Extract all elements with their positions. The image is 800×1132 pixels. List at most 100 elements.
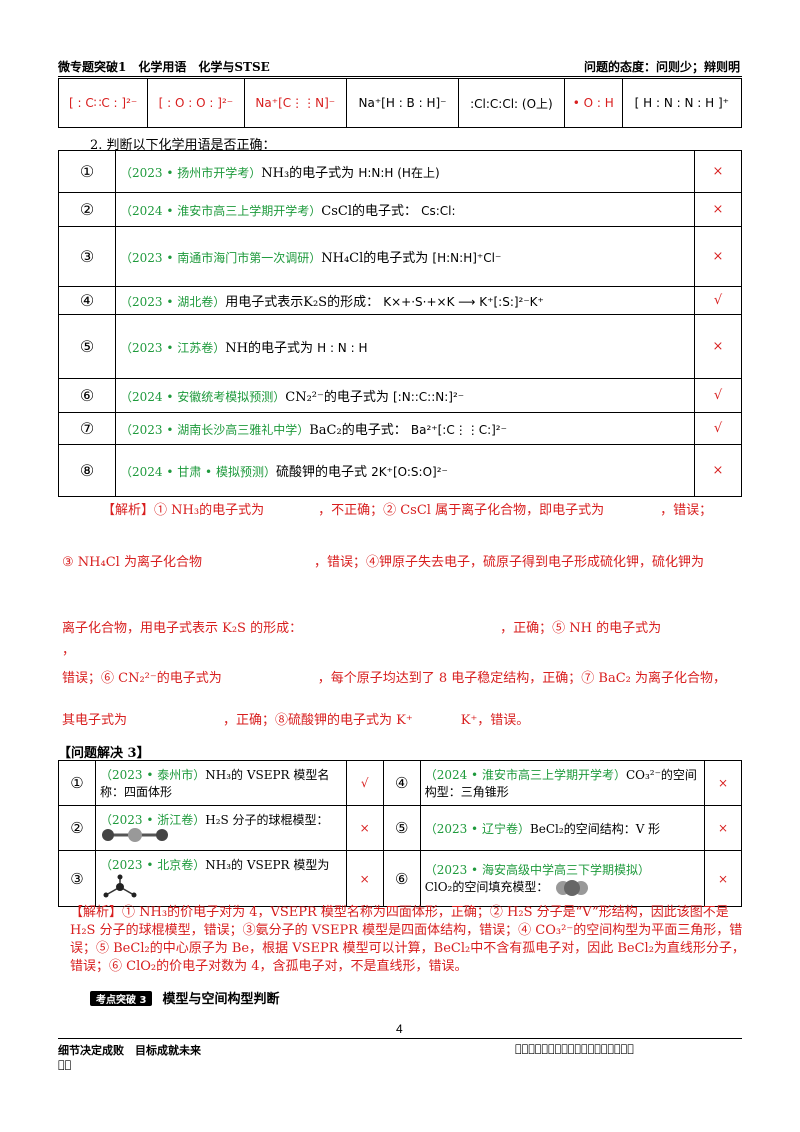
table-row: ③ （2023 • 北京卷）NH₃的 VSEPR 模型为 × ⑥ （2023 •… (58, 850, 742, 907)
analysis-text: ，正确；⑧硫酸钾的电子式为 K⁺ (223, 713, 413, 728)
row-mark: × (345, 805, 384, 851)
row-mark: × (345, 850, 384, 907)
row-number: ⑦ (58, 412, 116, 445)
row-content: （2023 • 湖南长沙高三雅礼中学）BaC₂的电子式： Ba²⁺[:C⋮⋮C:… (115, 412, 695, 445)
footer-divider (58, 1038, 742, 1039)
row-number: ⑥ (58, 378, 116, 413)
table-row: ⑧ （2024 • 甘肃 • 模拟预测）硫酸钾的电子式 2K⁺[O:S:O]²⁻… (58, 444, 742, 497)
ball-stick-model-image (102, 828, 168, 842)
row-formula: 2K⁺[O:S:O]²⁻ (371, 465, 448, 479)
row-formula: Ba²⁺[:C⋮⋮C:]²⁻ (410, 423, 507, 437)
footer-right: 􏰀􏰀􏰀􏰀􏰀􏰀􏰀􏰀􏰀􏰀􏰀􏰀􏰀􏰀􏰀􏰀􏰀􏰀 (515, 1042, 634, 1055)
row-source: （2023 • 湖南长沙高三雅礼中学） (120, 423, 310, 437)
top-cell-5: :Cl:C:Cl: (O上) (458, 78, 565, 128)
row-number: ④ (58, 286, 116, 315)
row-text: NH的电子式为 (225, 341, 313, 356)
row-content: （2023 • 扬州市开学考）NH₃的电子式为 H:N:H (H在上) (115, 150, 695, 193)
analysis-text: ，不正确；② CsCl 属于离子化合物，即电子式为 (318, 503, 605, 518)
row-content: （2023 • 南通市海门市第一次调研）NH₄Cl的电子式为 [H:N:H]⁺C… (115, 226, 695, 287)
row-formula: [H:N:H]⁺Cl⁻ (432, 251, 502, 265)
top-cell-7: [ H : N : N : H ]⁺ (621, 78, 743, 128)
header-left: 微专题突破1 化学用语 化学与STSE (58, 60, 270, 74)
row-source: （2024 • 安徽统考模拟预测） (120, 390, 286, 404)
question2-table: ① （2023 • 扬州市开学考）NH₃的电子式为 H:N:H (H在上) × … (58, 150, 742, 497)
top-formula-table: [ : C∷C : ]²⁻ [ : O : O : ]²⁻ Na⁺[C⋮⋮N]⁻… (57, 78, 743, 128)
row-number: ③ (58, 226, 116, 287)
row-source: （2023 • 南通市海门市第一次调研） (120, 251, 322, 265)
top-cell-6: • O : H (563, 78, 623, 128)
row-text: NH₄Cl的电子式为 (321, 251, 429, 266)
top-cell-2: [ : O : O : ]²⁻ (147, 78, 245, 128)
row-source: （2024 • 淮安市高三上学期开学考） (120, 204, 322, 218)
row-mark: × (704, 760, 742, 806)
row-text: 硫酸钾的电子式 (275, 465, 367, 480)
row-source: （2023 • 海安高级中学高三下学期模拟） (424, 863, 650, 878)
row-content: （2024 • 淮安市高三上学期开学考）CsCl的电子式： Cs:Cl: (115, 192, 695, 227)
footer-motto: 细节决定成败 目标成就未来 (58, 1044, 201, 1057)
analysis3: 【解析】① NH₃的价电子对为 4，VSEPR 模型名称为四面体形，正确；② H… (70, 904, 746, 976)
analysis-label: 【解析】 (102, 503, 155, 518)
row-text: BaC₂的电子式： (309, 423, 407, 438)
row-mark: √ (345, 760, 384, 806)
analysis-text: ③ NH₄Cl 为离子化合物 (62, 555, 202, 570)
row-content: （2024 • 安徽统考模拟预测）CN₂²⁻的电子式为 [:N::C::N:]²… (115, 378, 695, 413)
analysis2-line2: ③ NH₄Cl 为离子化合物 ，错误；④钾原子失去电子，硫原子得到电子形成硫化钾，… (62, 552, 746, 574)
analysis-text: ，每个原子均达到了 8 电子稳定结构，正确；⑦ BaC₂ 为离子化合物， (317, 671, 727, 686)
row-mark: × (704, 850, 742, 907)
row-formula: [:N::C::N:]²⁻ (393, 390, 465, 404)
row-text: NH₃的电子式为 (261, 166, 355, 181)
space-filling-model-image (556, 879, 589, 896)
analysis-text: ，错误；④钾原子失去电子，硫原子得到电子形成硫化钾，硫化钾为 (313, 555, 704, 570)
row-text: NH₃的 VSEPR 模型为 (205, 857, 330, 872)
row-number: ⑤ (382, 805, 421, 851)
header-divider (58, 76, 742, 77)
table-row: ⑦ （2023 • 湖南长沙高三雅礼中学）BaC₂的电子式： Ba²⁺[:C⋮⋮… (58, 412, 742, 445)
question2-title: 2. 判断以下化学用语是否正确： (90, 138, 276, 153)
row-content: （2023 • 辽宁卷）BeCl₂的空间结构：V 形 (419, 805, 706, 851)
row-source: （2024 • 淮安市高三上学期开学考） (424, 768, 626, 782)
analysis2-line3: 离子化合物，用电子式表示 K₂S 的形成：，正确；⑤ NH 的电子式为， (62, 618, 746, 662)
analysis-text: ，正确；⑤ NH 的电子式为 (500, 621, 662, 636)
analysis-text: ① NH₃的电子式为 (154, 503, 265, 518)
row-source: （2023 • 辽宁卷） (424, 821, 530, 836)
row-content: （2023 • 湖北卷）用电子式表示K₂S的形成： K×+·S·+×K ⟶ K⁺… (115, 286, 695, 315)
row-text: CN₂²⁻的电子式为 (285, 390, 389, 405)
row-source: （2023 • 浙江卷） (100, 813, 206, 827)
footer-glyphs: 􏰀􏰀 (58, 1058, 72, 1071)
row-text: CO₃²⁻的空间构型：三角锥形 (424, 768, 697, 799)
analysis-text: ① NH₃的价电子对为 4，VSEPR 模型名称为四面体形，正确；② H₂S 分… (70, 905, 745, 974)
section3-title: 【问题解决 3】 (58, 746, 150, 761)
top-cell-1: [ : C∷C : ]²⁻ (57, 78, 149, 128)
analysis-text: ，错误； (660, 503, 713, 518)
row-mark: √ (694, 412, 742, 445)
row-mark: × (694, 314, 742, 379)
row-source: （2023 • 江苏卷） (120, 341, 226, 355)
top-cell-4: Na⁺[H : B : H]⁻ (346, 78, 460, 128)
kaodian-title: 模型与空间构型判断 (162, 992, 280, 1007)
row-content: （2024 • 甘肃 • 模拟预测）硫酸钾的电子式 2K⁺[O:S:O]²⁻ (115, 444, 695, 497)
row-mark: × (704, 805, 742, 851)
row-mark: × (694, 226, 742, 287)
row-text: ClO₂的空间填充模型： (424, 880, 549, 895)
row-content: （2023 • 泰州市）NH₃的 VSEPR 模型名称：四面体形 (95, 760, 347, 806)
page-number: 4 (396, 1022, 403, 1036)
table-row: ① （2023 • 扬州市开学考）NH₃的电子式为 H:N:H (H在上) × (58, 150, 742, 193)
row-number: ③ (58, 850, 96, 907)
row-text: 用电子式表示K₂S的形成： (225, 295, 380, 310)
row-content: （2023 • 浙江卷）H₂S 分子的球棍模型： (95, 805, 347, 851)
table-row: ⑤ （2023 • 江苏卷）NH的电子式为 H : N : H × (58, 314, 742, 379)
row-number: ⑤ (58, 314, 116, 379)
table-row: ⑥ （2024 • 安徽统考模拟预测）CN₂²⁻的电子式为 [:N::C::N:… (58, 378, 742, 413)
analysis-text: K⁺，错误。 (460, 713, 530, 728)
row-number: ① (58, 760, 96, 806)
table-row: ④ （2023 • 湖北卷）用电子式表示K₂S的形成： K×+·S·+×K ⟶ … (58, 286, 742, 315)
row-content: （2023 • 北京卷）NH₃的 VSEPR 模型为 (95, 850, 347, 907)
analysis-text: 其电子式为 (62, 713, 128, 728)
row-mark: × (694, 150, 742, 193)
row-source: （2023 • 北京卷） (100, 857, 206, 872)
row-number: ⑧ (58, 444, 116, 497)
row-formula: Cs:Cl: (421, 204, 456, 218)
analysis-label: 【解析】 (70, 905, 123, 920)
row-formula: K×+·S·+×K ⟶ K⁺[:S:]²⁻K⁺ (383, 295, 544, 309)
